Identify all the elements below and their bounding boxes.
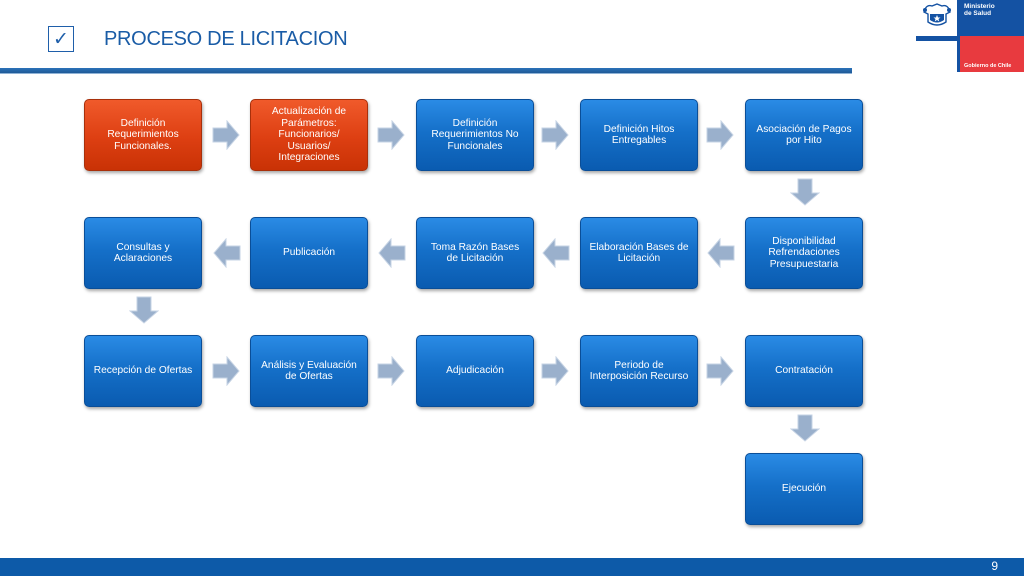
arrow-down-icon <box>129 296 159 324</box>
step-box: Toma Razón Bases de Licitación <box>416 217 534 289</box>
step-box: Elaboración Bases de Licitación <box>580 217 698 289</box>
arrow-right-icon <box>541 120 569 150</box>
step-label: Ejecución <box>781 483 827 495</box>
step-label: Definición Requerimientos Funcionales. <box>107 117 179 152</box>
logo-ministry-text: Ministerio de Salud <box>964 3 995 17</box>
arrow-right-icon <box>212 356 240 386</box>
step-label: Definición Requerimientos No Funcionales <box>431 117 519 152</box>
logo-bar <box>915 36 958 41</box>
step-label: Análisis y Evaluación de Ofertas <box>261 359 357 383</box>
arrow-left-icon <box>542 238 570 268</box>
step-box: Actualización de Parámetros: Funcionario… <box>250 99 368 171</box>
step-label: Recepción de Ofertas <box>93 365 193 377</box>
footer-bar: 9 <box>0 558 1024 576</box>
arrow-left-icon <box>213 238 241 268</box>
page-title: PROCESO DE LICITACION <box>104 28 348 50</box>
step-label: Elaboración Bases de Licitación <box>589 241 689 265</box>
step-box: Disponibilidad Refrendaciones Presupuest… <box>745 217 863 289</box>
step-label: Periodo de Interposición Recurso <box>589 359 689 383</box>
step-label: Disponibilidad Refrendaciones Presupuest… <box>768 235 840 270</box>
arrow-right-icon <box>212 120 240 150</box>
step-box: Periodo de Interposición Recurso <box>580 335 698 407</box>
arrow-right-icon <box>377 356 405 386</box>
arrow-left-icon <box>707 238 735 268</box>
logo-government-text: Gobierno de Chile <box>964 63 1012 69</box>
arrow-down-icon <box>790 178 820 206</box>
step-label: Consultas y Aclaraciones <box>113 241 173 265</box>
page-number: 9 <box>991 559 998 573</box>
checkmark-glyph: ✓ <box>53 27 69 50</box>
step-box: Definición Hitos Entregables <box>580 99 698 171</box>
step-label: Toma Razón Bases de Licitación <box>430 241 520 265</box>
coat-of-arms-icon <box>922 3 951 26</box>
step-label: Actualización de Parámetros: Funcionario… <box>271 106 347 164</box>
step-box: Análisis y Evaluación de Ofertas <box>250 335 368 407</box>
step-box: Contratación <box>745 335 863 407</box>
arrow-right-icon <box>541 356 569 386</box>
step-label: Definición Hitos Entregables <box>603 123 675 147</box>
step-label: Contratación <box>775 365 833 377</box>
step-label: Adjudicación <box>446 365 504 377</box>
arrow-right-icon <box>377 120 405 150</box>
arrow-right-icon <box>706 120 734 150</box>
step-box: Adjudicación <box>416 335 534 407</box>
title-divider <box>0 68 852 74</box>
step-label: Asociación de Pagos por Hito <box>756 123 852 147</box>
step-box: Asociación de Pagos por Hito <box>745 99 863 171</box>
coat-of-arms <box>915 0 960 72</box>
arrow-right-icon <box>706 356 734 386</box>
logo-band: Ministerio de Salud Gobierno de Chile <box>960 0 1024 72</box>
step-box: Definición Requerimientos No Funcionales <box>416 99 534 171</box>
step-box: Recepción de Ofertas <box>84 335 202 407</box>
step-box: Publicación <box>250 217 368 289</box>
step-label: Publicación <box>282 247 336 259</box>
ministry-logo: Ministerio de Salud Gobierno de Chile <box>915 0 1024 72</box>
arrow-down-icon <box>790 414 820 442</box>
checkbox-icon: ✓ <box>48 26 74 52</box>
step-box: Ejecución <box>745 453 863 525</box>
step-box: Consultas y Aclaraciones <box>84 217 202 289</box>
arrow-left-icon <box>378 238 406 268</box>
step-box: Definición Requerimientos Funcionales. <box>84 99 202 171</box>
